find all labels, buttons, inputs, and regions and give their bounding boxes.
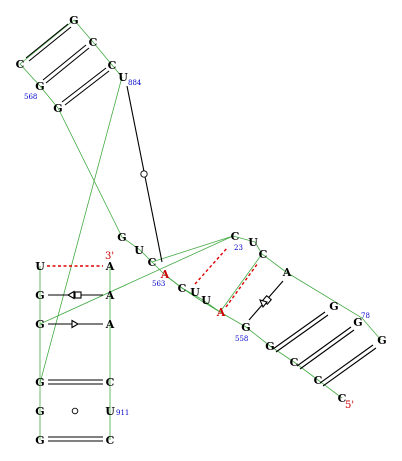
- label-563: 563: [152, 280, 165, 288]
- pair-gg-1a: [272, 311, 326, 350]
- nt-g-left1: G: [35, 289, 44, 302]
- strand-ends: 3' 5': [105, 251, 354, 411]
- label-78: 78: [361, 312, 370, 320]
- backbone-right-edge: [285, 271, 382, 341]
- nt-g-558: G: [241, 321, 250, 334]
- label-884: 884: [128, 79, 142, 87]
- nt-u-884: U: [118, 71, 128, 84]
- triangle-icon-2: [71, 319, 80, 329]
- nt-g-bottom2: G: [35, 405, 44, 418]
- backbone-top-right: [73, 19, 123, 78]
- nt-c-junction: C: [148, 256, 157, 269]
- pair-cg-top-1: [25, 23, 69, 59]
- label-911: 911: [116, 409, 129, 417]
- base-pairs: [25, 23, 377, 442]
- nt-g-78: G: [353, 316, 362, 329]
- tertiary-interactions: [47, 246, 259, 308]
- pair-gc-2: [45, 47, 90, 84]
- five-prime-end: 5': [345, 400, 354, 411]
- nt-u-junction: U: [134, 244, 144, 257]
- label-558: 558: [235, 335, 248, 343]
- nt-c-right-top: C: [231, 230, 240, 243]
- nt-g-top: G: [69, 14, 78, 27]
- backbone-cross-right: [219, 253, 263, 313]
- square-icon: [74, 291, 82, 299]
- nt-g-mid-left: G: [53, 102, 62, 115]
- nt-a-loop: A: [216, 306, 226, 319]
- interaction-a-c: [225, 262, 259, 308]
- nt-u-left-col: U: [35, 260, 45, 273]
- nt-c-bottom3: C: [106, 434, 115, 447]
- nt-g-bottom1: G: [35, 376, 44, 389]
- nt-c-5prime: C: [338, 392, 347, 405]
- nt-c-upper-left: C: [16, 58, 25, 71]
- wobble-circle-icon: [140, 170, 148, 178]
- backbone-top-left: [19, 19, 75, 109]
- label-568: 568: [24, 93, 37, 101]
- pair-gc-1: [42, 44, 87, 81]
- pair-cg-top-2: [28, 26, 72, 62]
- backbone-right-top: [232, 235, 287, 273]
- nt-c-lower-helix: C: [290, 356, 299, 369]
- nt-c-loop: C: [178, 282, 187, 295]
- interaction-cu-c: [194, 246, 229, 285]
- nt-c-bottom1: C: [106, 376, 115, 389]
- pair-cg-3b: [322, 347, 377, 387]
- wobble-circle-icon-2: [71, 407, 79, 415]
- pair-gg-1b: [275, 314, 329, 353]
- three-prime-end: 3': [105, 251, 114, 262]
- nt-a-left2: A: [105, 318, 115, 331]
- nt-a-right: A: [282, 266, 292, 279]
- nt-a-563: A: [160, 268, 170, 281]
- nt-u-right: U: [248, 236, 258, 249]
- pair-cg-3a: [319, 344, 374, 384]
- nt-g-left2: G: [35, 318, 44, 331]
- pair-cg-2a: [296, 326, 352, 367]
- backbone-main-diagonal: [57, 107, 343, 399]
- nt-c-upper-right: C: [89, 36, 98, 49]
- nt-g-lower-helix: G: [265, 340, 274, 353]
- backbone-u884-to-g: [39, 76, 123, 384]
- backbone-junction-to-c: [151, 235, 234, 263]
- nt-g-bottom3: G: [35, 434, 44, 447]
- nt-g-568: G: [35, 80, 44, 93]
- numbering-labels: 568 884 563 23 558 78 911: [24, 79, 370, 417]
- pair-cg-2b: [299, 329, 355, 370]
- label-23: 23: [234, 244, 243, 252]
- nt-c-right: C: [259, 248, 268, 261]
- nt-u-loop: U: [190, 286, 200, 299]
- nt-a-left1: A: [105, 289, 115, 302]
- backbone-lines: [19, 19, 382, 440]
- backbone-loop: [164, 274, 221, 313]
- nt-g-right-stem: G: [329, 300, 338, 313]
- pair-gc-4: [64, 70, 110, 106]
- nt-g-far-right: G: [377, 334, 386, 347]
- nt-c-lower-helix2: C: [314, 374, 323, 387]
- pair-gc-3: [61, 67, 107, 103]
- nt-a-3prime: A: [105, 260, 115, 273]
- nt-u-911: U: [105, 405, 115, 418]
- nt-g-junction: G: [117, 231, 126, 244]
- nucleotide-labels: G C C C G U G G U C A C U U A C U C A G …: [16, 14, 387, 447]
- nt-u-loop2: U: [201, 294, 211, 307]
- triangle-icon: [66, 290, 75, 300]
- backbone-g-to-c-long: [39, 235, 234, 325]
- nt-c-stem: C: [108, 59, 117, 72]
- triangle-icon-3: [259, 299, 268, 309]
